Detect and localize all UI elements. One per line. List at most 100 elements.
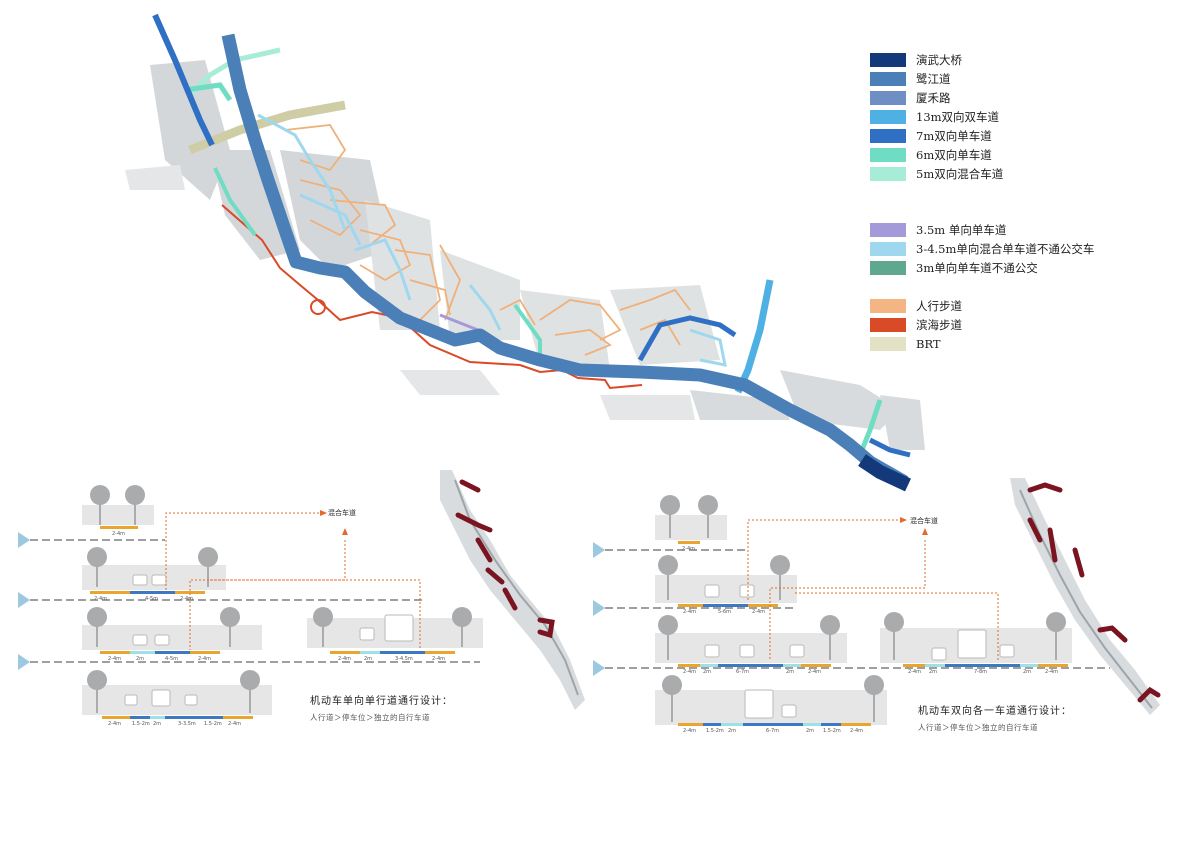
legend-label: 13m双向双车道 bbox=[916, 110, 1000, 124]
urban-fabric bbox=[125, 60, 925, 450]
legend-item: 人行步道 bbox=[870, 298, 962, 314]
lane-3-4m-4 bbox=[468, 284, 502, 331]
right-panel-title: 机动车双向各一车道通行设计： bbox=[918, 706, 1072, 717]
strip-map-right bbox=[1010, 478, 1161, 715]
legend-item: 7m双向单车道 bbox=[870, 128, 992, 144]
legend-label: 滨海步道 bbox=[916, 318, 962, 332]
lujiang-road bbox=[221, 33, 909, 488]
section-width-label: 2-4m bbox=[808, 669, 822, 675]
legend-swatch bbox=[870, 261, 906, 275]
legend-label: 7m双向单车道 bbox=[916, 129, 992, 143]
legend-swatch bbox=[870, 53, 906, 67]
lane-6m-3 bbox=[184, 82, 233, 102]
legend-label: BRT bbox=[916, 337, 941, 351]
legend-item: 演武大桥 bbox=[870, 52, 962, 68]
section-width-label: 2-4m bbox=[228, 721, 242, 727]
section-width-label: 2m bbox=[1023, 669, 1032, 675]
section-width-label: 2-4m bbox=[432, 656, 446, 662]
legend-swatch bbox=[870, 318, 906, 332]
road-7m-2 bbox=[637, 315, 737, 362]
lane-3-4m-2 bbox=[299, 193, 362, 246]
section-width-label: 2-4m bbox=[198, 656, 212, 662]
section-width-label: 2-4m bbox=[683, 609, 697, 615]
section-width-label: 2-4m bbox=[1045, 669, 1059, 675]
section-width-label: 2m bbox=[136, 656, 145, 662]
section-width-label: 2m bbox=[703, 669, 712, 675]
legend-label: 6m双向单车道 bbox=[916, 148, 992, 162]
legend-item: BRT bbox=[870, 336, 941, 352]
legend-label: 3m单向单车道不通公交 bbox=[916, 261, 1038, 275]
road-7m bbox=[152, 13, 215, 147]
waterfront-promenade bbox=[221, 204, 643, 390]
roundabout bbox=[310, 299, 326, 315]
legend-swatch bbox=[870, 148, 906, 162]
section-width-label: 2-4m bbox=[683, 669, 697, 675]
section-width-label: 3-4.5m bbox=[395, 656, 413, 662]
lane-3-4m-3 bbox=[354, 238, 412, 301]
legend-item: 3.5m 单向单车道 bbox=[870, 222, 1006, 238]
section-width-label: 2-4m bbox=[683, 728, 697, 734]
lane-6m-4 bbox=[859, 399, 883, 451]
section-width-label: 5-6m bbox=[718, 609, 732, 615]
lane-6m-2 bbox=[213, 167, 257, 237]
left-panel-title: 机动车单向单行道通行设计： bbox=[310, 696, 453, 707]
legend-item: 3-4.5m单向混合单车道不通公交车 bbox=[870, 241, 1094, 257]
legend-swatch bbox=[870, 299, 906, 313]
legend-item: 5m双向混合车道 bbox=[870, 166, 1003, 182]
legend-swatch bbox=[870, 91, 906, 105]
left-panel-subtitle: 人行道＞停车位＞独立的自行车道 bbox=[310, 713, 430, 722]
road-7m-3 bbox=[868, 437, 911, 458]
right-panel-subtitle: 人行道＞停车位＞独立的自行车道 bbox=[918, 723, 1038, 732]
legend-label: 5m双向混合车道 bbox=[916, 167, 1004, 181]
legend-item: 滨海步道 bbox=[870, 317, 962, 333]
legend-item: 6m双向单车道 bbox=[870, 147, 992, 163]
section-width-label: 2-4m bbox=[180, 596, 194, 602]
mix-lane-label-right: 混合车道 bbox=[910, 517, 938, 525]
legend-label: 3.5m 单向单车道 bbox=[916, 223, 1007, 237]
section-width-label: 1.5-2m bbox=[132, 721, 150, 727]
section-width-label: 2m bbox=[153, 721, 162, 727]
section-width-label: 2m bbox=[806, 728, 815, 734]
section-width-label: 2m bbox=[786, 669, 795, 675]
section-width-label: 2m bbox=[929, 669, 938, 675]
legend-swatch bbox=[870, 337, 906, 351]
section-width-label: 4-5m bbox=[145, 596, 159, 602]
section-width-label: 2m bbox=[364, 656, 373, 662]
mix-lane-label-left: 混合车道 bbox=[328, 509, 356, 517]
legend-label: 鹭江道 bbox=[916, 72, 951, 86]
legend-item: 13m双向双车道 bbox=[870, 109, 999, 125]
lane-3-4m bbox=[257, 113, 347, 231]
legend-swatch bbox=[870, 242, 906, 256]
section-width-label: 1.5-2m bbox=[204, 721, 222, 727]
legend-swatch bbox=[870, 223, 906, 237]
legend-label: 3-4.5m单向混合单车道不通公交车 bbox=[916, 242, 1095, 256]
section-width-label: 2-4m bbox=[850, 728, 864, 734]
legend-item: 鹭江道 bbox=[870, 71, 951, 87]
lane-3-5m bbox=[439, 313, 479, 332]
strip-map-left bbox=[440, 470, 585, 710]
road-13m bbox=[734, 279, 774, 394]
section-width-label: 2-4m bbox=[682, 546, 696, 552]
legend-swatch bbox=[870, 110, 906, 124]
legend-item: 3m单向单车道不通公交 bbox=[870, 260, 1038, 276]
section-width-label: 4-5m bbox=[165, 656, 179, 662]
section-width-label: 2-4m bbox=[112, 531, 126, 537]
lane-3-4m-5 bbox=[689, 328, 727, 367]
section-width-label: 2-4m bbox=[752, 609, 766, 615]
section-width-label: 2m bbox=[728, 728, 737, 734]
legend-swatch bbox=[870, 129, 906, 143]
lane-5m bbox=[188, 47, 281, 97]
legend-label: 厦禾路 bbox=[916, 91, 951, 105]
sections-left bbox=[18, 485, 483, 719]
lane-6m bbox=[513, 303, 542, 358]
yanwu-bridge bbox=[858, 454, 911, 492]
section-width-label: 7-8m bbox=[974, 669, 988, 675]
legend-item: 厦禾路 bbox=[870, 90, 951, 106]
section-width-label: 3-3.5m bbox=[178, 721, 196, 727]
sections-right bbox=[593, 495, 1110, 726]
section-width-label: 1.5-2m bbox=[823, 728, 841, 734]
legend-swatch bbox=[870, 167, 906, 181]
brt-route bbox=[188, 100, 346, 155]
section-width-label: 2-4m bbox=[338, 656, 352, 662]
